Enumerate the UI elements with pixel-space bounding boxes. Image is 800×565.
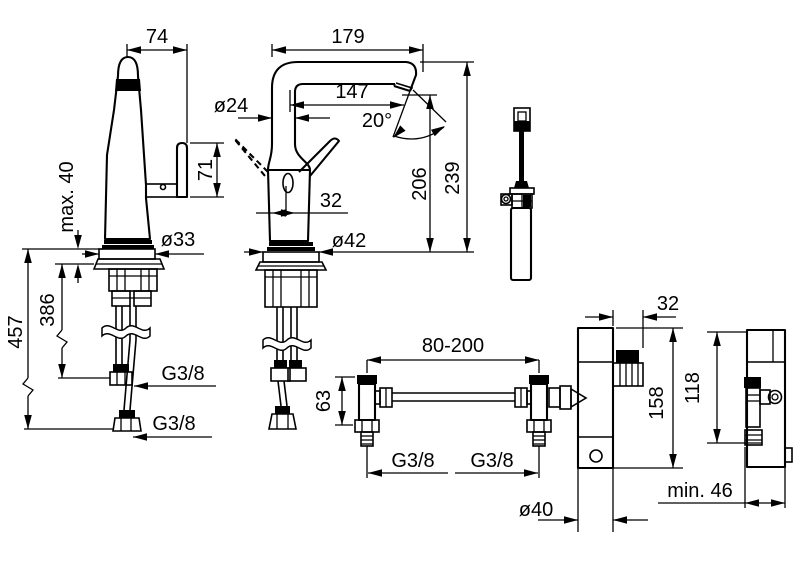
- dim-label-box-height: 158: [646, 386, 668, 419]
- dim-label-deck-thickness: max. 40: [56, 161, 78, 232]
- inlet-valve-right: [514, 375, 588, 447]
- control-box-side: 118 min. 46: [658, 328, 793, 508]
- thread-label-valve-left: G3/8: [391, 450, 434, 472]
- dim-label-pipe-diameter: ø40: [519, 499, 553, 521]
- dim-label-base-diameter-front: ø42: [332, 230, 366, 252]
- control-unit-cable: [500, 107, 535, 282]
- thread-label-valve-right: G3/8: [470, 450, 513, 472]
- dim-label-outlet-angle: 20°: [362, 110, 392, 132]
- inlet-valve-assembly: 80-200 63 G3/8 G3/8: [313, 335, 588, 478]
- dim-label-spout-reach: 147: [335, 81, 368, 103]
- faucet-front-view: 179 147 20° ø24 32 ø42 206 239: [214, 26, 474, 430]
- dim-label-spout-overall: 179: [331, 26, 364, 48]
- faucet-side-view: 74 71 max. 40 ø33 386 457 G3/8 G3/8: [5, 26, 224, 441]
- thread-label-upper: G3/8: [161, 363, 204, 385]
- dim-label-hose-short: 386: [37, 293, 59, 326]
- dim-label-connector-width: 32: [657, 293, 679, 315]
- dim-label-height-overall: 239: [442, 161, 464, 194]
- dim-label-box-side-height: 118: [682, 372, 704, 404]
- dim-label-hose-long: 457: [5, 315, 27, 348]
- dim-label-side-width: 74: [146, 26, 168, 48]
- dim-label-valve-height: 63: [313, 390, 335, 412]
- dim-label-body-width: 32: [320, 190, 342, 212]
- dim-label-handle-height: 71: [195, 159, 217, 181]
- dim-label-adjustable-span: 80-200: [422, 335, 484, 357]
- dim-label-min-clearance: min. 46: [667, 480, 733, 502]
- inlet-valve-left: [354, 375, 393, 447]
- dim-label-height-outlet: 206: [409, 167, 431, 200]
- control-box-front: 32 158 ø40: [519, 293, 683, 532]
- thread-label-lower: G3/8: [152, 413, 195, 435]
- dim-label-base-diameter-side: ø33: [161, 229, 195, 251]
- dim-label-spout-diameter: ø24: [214, 95, 248, 117]
